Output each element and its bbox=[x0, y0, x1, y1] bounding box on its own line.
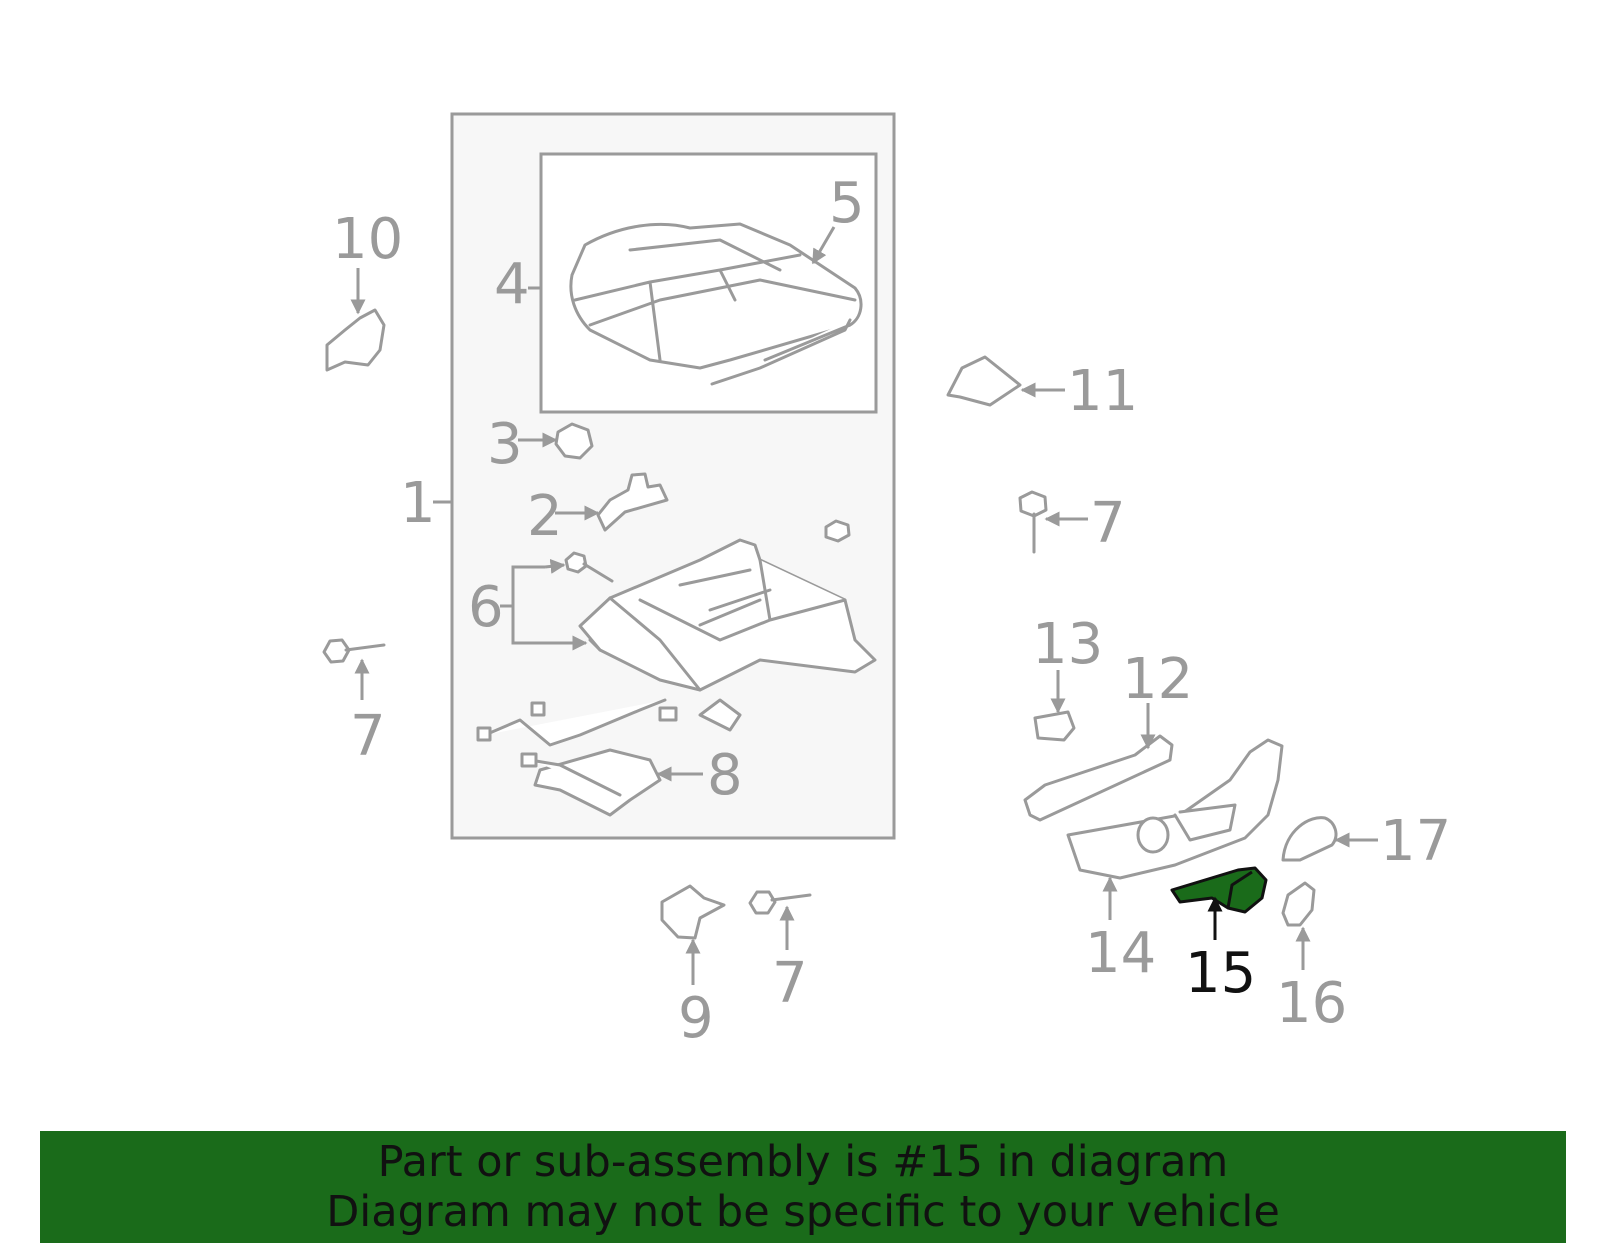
bolt-part-6 bbox=[564, 551, 614, 583]
side-shield-part-14 bbox=[1066, 738, 1284, 880]
bolt-part-7-bottom bbox=[748, 890, 812, 915]
callout-7-bottom: 7 bbox=[772, 951, 808, 1016]
clip-part-13 bbox=[1033, 710, 1076, 742]
seat-track-frame bbox=[578, 538, 877, 732]
bracket-part-2 bbox=[596, 472, 669, 532]
callout-16: 16 bbox=[1276, 971, 1347, 1036]
nut-small bbox=[824, 519, 851, 543]
wiring-harness-part-8 bbox=[476, 698, 678, 817]
callout-9: 9 bbox=[678, 986, 714, 1051]
callout-11: 11 bbox=[1067, 359, 1138, 424]
bolt-part-7-left bbox=[322, 638, 386, 664]
callout-6: 6 bbox=[468, 575, 504, 640]
callout-12: 12 bbox=[1122, 647, 1193, 712]
trim-strip-part-12 bbox=[1023, 734, 1174, 822]
cap-part-17 bbox=[1281, 816, 1338, 862]
callout-8: 8 bbox=[707, 743, 743, 808]
banner-line-disclaimer: Diagram may not be specific to your vehi… bbox=[326, 1187, 1280, 1237]
callout-2: 2 bbox=[527, 484, 563, 549]
callout-17: 17 bbox=[1380, 809, 1451, 874]
bracket-part-11 bbox=[946, 355, 1022, 407]
clip-part-16 bbox=[1281, 881, 1316, 927]
callout-10: 10 bbox=[332, 207, 403, 272]
nut-part-3 bbox=[554, 422, 594, 460]
cover-part-15-highlighted bbox=[1170, 866, 1268, 914]
callout-7-right: 7 bbox=[1090, 491, 1126, 556]
callout-4: 4 bbox=[494, 252, 530, 317]
leader-lines bbox=[350, 226, 1378, 985]
clip-part-9 bbox=[660, 884, 726, 940]
callout-1: 1 bbox=[400, 471, 436, 536]
callout-7-left: 7 bbox=[350, 704, 386, 769]
bracket-part-10 bbox=[325, 308, 386, 372]
callout-13: 13 bbox=[1032, 612, 1103, 677]
banner-line-part-number: Part or sub-assembly is #15 in diagram bbox=[377, 1137, 1229, 1187]
callout-15-highlighted: 15 bbox=[1185, 941, 1256, 1006]
callout-3: 3 bbox=[487, 412, 523, 477]
bolt-part-7-right bbox=[1018, 490, 1048, 554]
callout-14: 14 bbox=[1085, 921, 1156, 986]
info-banner: Part or sub-assembly is #15 in diagram D… bbox=[40, 1131, 1566, 1243]
seat-cushion-part bbox=[569, 222, 863, 386]
callout-5: 5 bbox=[829, 171, 865, 236]
